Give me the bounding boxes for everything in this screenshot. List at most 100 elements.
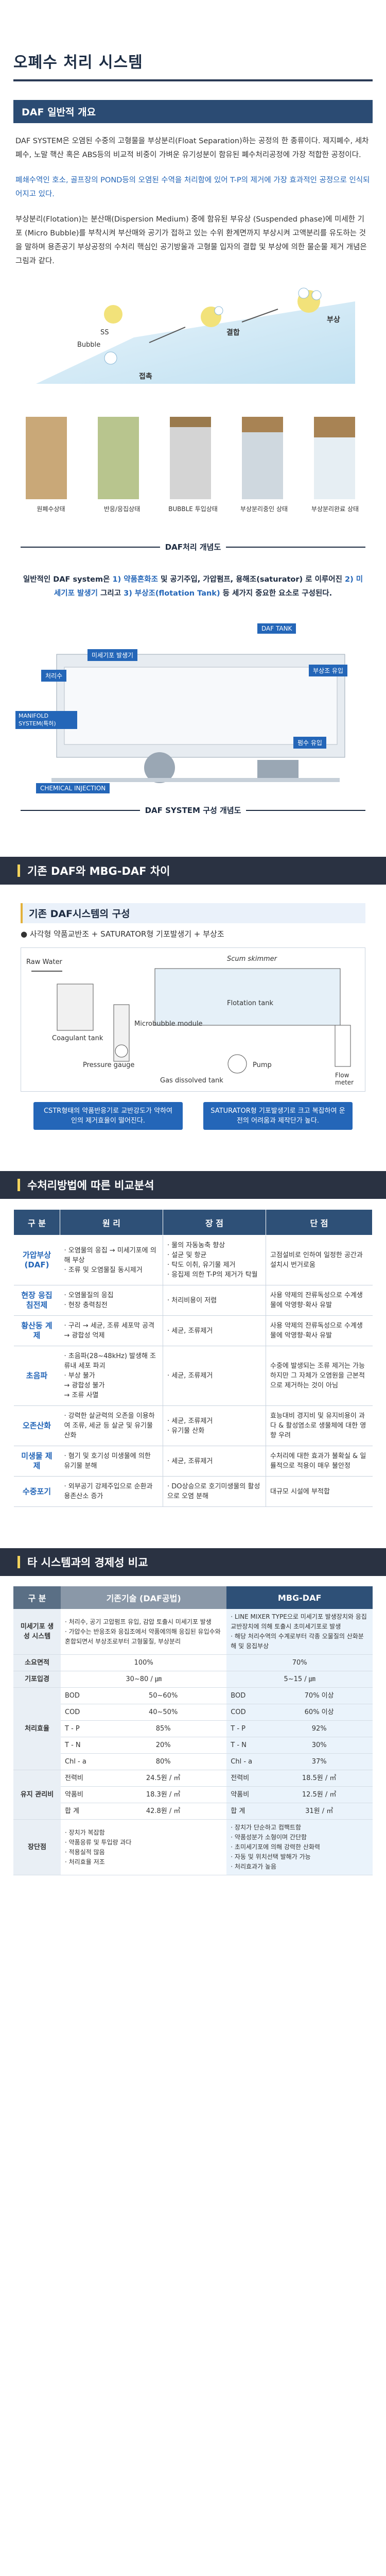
table-row: 미생물 제제· 혐기 및 호기성 미생물에 의한 유기물 분해· 세균, 조류제… — [13, 1446, 373, 1477]
row-advantage: · 세균, 조류제거 · 유기물 산화 — [163, 1405, 266, 1446]
sample-labels: 원폐수상태 반응/응집상태 BUBBLE 투입상태 부상분리중인 상태 부상분리… — [15, 504, 371, 513]
metric-label: T - N — [61, 1737, 100, 1754]
callout-right: SATURATOR형 기포발생기로 크고 복잡하여 운전의 어려움과 제작단가 … — [203, 1102, 353, 1130]
metric-label: Chl - a — [61, 1753, 100, 1770]
row-principle: · 강력한 살균력의 오존을 이용하여 조류, 세균 등 살균 및 유기물 산화 — [60, 1405, 163, 1446]
label-pump: 펌수 유입 — [293, 737, 326, 749]
label-float-inlet: 부상조 유입 — [309, 665, 348, 676]
sample-label: BUBBLE 투입상태 — [168, 505, 218, 513]
row-disadvantage: 고점설비로 인하여 일정한 공간과 설치시 번거로움 — [266, 1235, 373, 1285]
col-header: 구 분 — [13, 1209, 60, 1235]
flotation-paragraph: 부상분리(Flotation)는 분산매(Dispersion Medium) … — [15, 215, 367, 265]
row-category: 소요면적 — [13, 1654, 61, 1671]
cell-conventional: 50~60% — [100, 1687, 227, 1704]
page: 오폐수 처리 시스템 DAF 일반적 개요 DAF SYSTEM은 오염된 수중… — [0, 54, 386, 1875]
metric-label: COD — [61, 1704, 100, 1721]
row-disadvantage: 대규모 시설에 부적합 — [266, 1476, 373, 1507]
label-pump: Pump — [253, 1061, 272, 1069]
table-row: 황산동 계제· 구리 → 세균, 조류 세포막 공격 → 광합성 억제· 세균,… — [13, 1315, 373, 1346]
metric-label: T - N — [226, 1737, 266, 1754]
row-advantage: · 세균, 조류제거 — [163, 1315, 266, 1346]
row-disadvantage: 수중에 발생되는 조류 제거는 가능하지만 그 자체가 오염원을 근본적으로 제… — [266, 1346, 373, 1406]
label-flow-meter: Flow meter — [335, 1072, 354, 1086]
label-flotation-tank: Flotation tank — [227, 999, 273, 1007]
table-row: 오존산화· 강력한 살균력의 오존을 이용하여 조류, 세균 등 살균 및 유기… — [13, 1405, 373, 1446]
cell-conventional: 85% — [100, 1720, 227, 1737]
cell-conventional: 42.8원 / ㎥ — [100, 1803, 227, 1820]
cell-mbg: 5~15 / ㎛ — [226, 1671, 373, 1688]
label-coagulant-tank: Coagulant tank — [52, 1035, 103, 1042]
row-category: 기포입경 — [13, 1671, 61, 1688]
callout-left: CSTR형태의 약품반응기로 교반강도가 약하여 인의 제거효율이 떨어진다. — [33, 1102, 183, 1130]
cell-mbg: · 장치가 단순하고 컴팩트함 · 약품성분가 소형이며 간단함 · 초미세기포… — [226, 1819, 373, 1875]
sample-jars-figure: 원폐수상태 반응/응집상태 BUBBLE 투입상태 부상분리중인 상태 부상분리… — [15, 412, 371, 535]
col-header: 구 분 — [13, 1586, 61, 1609]
cell-conventional: 30~80 / ㎛ — [61, 1671, 227, 1688]
ss-label: SS — [100, 329, 109, 336]
metric-label: 합 계 — [226, 1803, 266, 1820]
sample-label: 부상분리중인 상태 — [240, 505, 288, 513]
existing-daf-heading: 기존 DAF시스템의 구성 — [21, 903, 365, 923]
overview-paragraph: DAF SYSTEM은 오염된 수중의 고형물을 부상분리(Float Sepa… — [15, 137, 369, 159]
metric-label: T - P — [61, 1720, 100, 1737]
cell-mbg: 30% — [266, 1737, 373, 1754]
row-principle: · 오염물의 응집 → 미세기포에 의해 부상 · 조류 및 오염물질 동시제거 — [60, 1235, 163, 1285]
row-advantage: · 세균, 조류제거 — [163, 1346, 266, 1406]
cell-mbg: 37% — [266, 1753, 373, 1770]
combine-label: 결합 — [226, 328, 240, 337]
row-category: 황산동 계제 — [13, 1315, 60, 1346]
metric-label: 약품비 — [226, 1786, 266, 1803]
label-reactor: 처리수 — [41, 670, 67, 682]
existing-daf-description: ● 사각형 약품교반조 + SATURATOR형 기포발생기 + 부상조 — [21, 929, 224, 939]
row-principle: · 혐기 및 호기성 미생물에 의한 유기물 분해 — [60, 1446, 163, 1477]
section-daf-overview-heading: DAF 일반적 개요 — [13, 100, 373, 123]
table-row: 가압부상 (DAF)· 오염물의 응집 → 미세기포에 의해 부상 · 조류 및… — [13, 1235, 373, 1285]
cell-mbg: 70% — [226, 1654, 373, 1671]
row-category: 미생물 제제 — [13, 1446, 60, 1477]
daf-system-schematic: DAF TANK 미세기포 발생기 처리수 MANIFOLD SYSTEM(특허… — [15, 613, 371, 799]
cell-mbg: 12.5원 / ㎥ — [266, 1786, 373, 1803]
row-advantage: · 물의 자동농축 향상 · 설균 및 항균 · 탁도 이취, 유기물 제거 ·… — [163, 1235, 266, 1285]
cell-conventional: · 처리수, 공기 고압펌프 유입, 감압 토출시 미세기포 발생 · 가압수는… — [61, 1609, 227, 1655]
label-microbubble-module: Microbubble module — [134, 1020, 203, 1028]
figure-caption: DAF처리 개념도 — [21, 541, 365, 552]
col-header: 원 리 — [60, 1209, 163, 1235]
label-manifold: MANIFOLD SYSTEM(특허) — [15, 711, 77, 729]
system-summary: 일반적인 DAF system은 1) 약품혼화조 및 공기주입, 가압펌프, … — [23, 575, 363, 598]
metric-label: T - P — [226, 1720, 266, 1737]
cell-conventional: 18.3원 / ㎥ — [100, 1786, 227, 1803]
row-advantage: · 세균, 조류제거 — [163, 1446, 266, 1477]
section-banner-economic-comparison: 타 시스템과의 경제성 비교 — [0, 1548, 386, 1576]
row-disadvantage: 사용 약제의 잔류독성으로 수계생물에 악영향·확사 유발 — [266, 1315, 373, 1346]
row-principle: · 구리 → 세균, 조류 세포막 공격 → 광합성 억제 — [60, 1315, 163, 1346]
row-category: 수중포기 — [13, 1476, 60, 1507]
title-divider — [13, 79, 373, 81]
table-row: 미세기포 생성 시스템· 처리수, 공기 고압펌프 유입, 감압 토출시 미세기… — [13, 1609, 373, 1655]
cell-conventional: 20% — [100, 1737, 227, 1754]
metric-label: 전력비 — [61, 1770, 100, 1787]
row-category: 유지 관리비 — [13, 1770, 61, 1820]
cell-conventional: 80% — [100, 1753, 227, 1770]
metric-label: 전력비 — [226, 1770, 266, 1787]
cell-conventional: · 장치가 복잡함 · 약품응류 및 투입량 과다 · 적용실적 많음 · 처리… — [61, 1819, 227, 1875]
col-header: MBG-DAF — [226, 1586, 373, 1609]
label-raw-water: Raw Water — [26, 958, 62, 966]
row-category: 초음파 — [13, 1346, 60, 1406]
row-category: 처리효율 — [13, 1687, 61, 1770]
sample-label: 부상분리완료 상태 — [311, 505, 359, 513]
cell-mbg: 60% 이상 — [266, 1704, 373, 1721]
col-header: 기존기술 (DAF공법) — [61, 1586, 227, 1609]
row-category: 미세기포 생성 시스템 — [13, 1609, 61, 1655]
cell-mbg: 70% 이상 — [266, 1687, 373, 1704]
cell-conventional: 24.5원 / ㎥ — [100, 1770, 227, 1787]
metric-label: 약품비 — [61, 1786, 100, 1803]
flotation-concept-diagram: SS Bubble 접촉 결합 부상 — [15, 281, 371, 399]
label-daf-tank: DAF TANK — [257, 623, 296, 634]
row-category: 가압부상 (DAF) — [13, 1235, 60, 1285]
row-principle: · 오염물질의 응집 · 현장 충력침전 — [60, 1285, 163, 1316]
